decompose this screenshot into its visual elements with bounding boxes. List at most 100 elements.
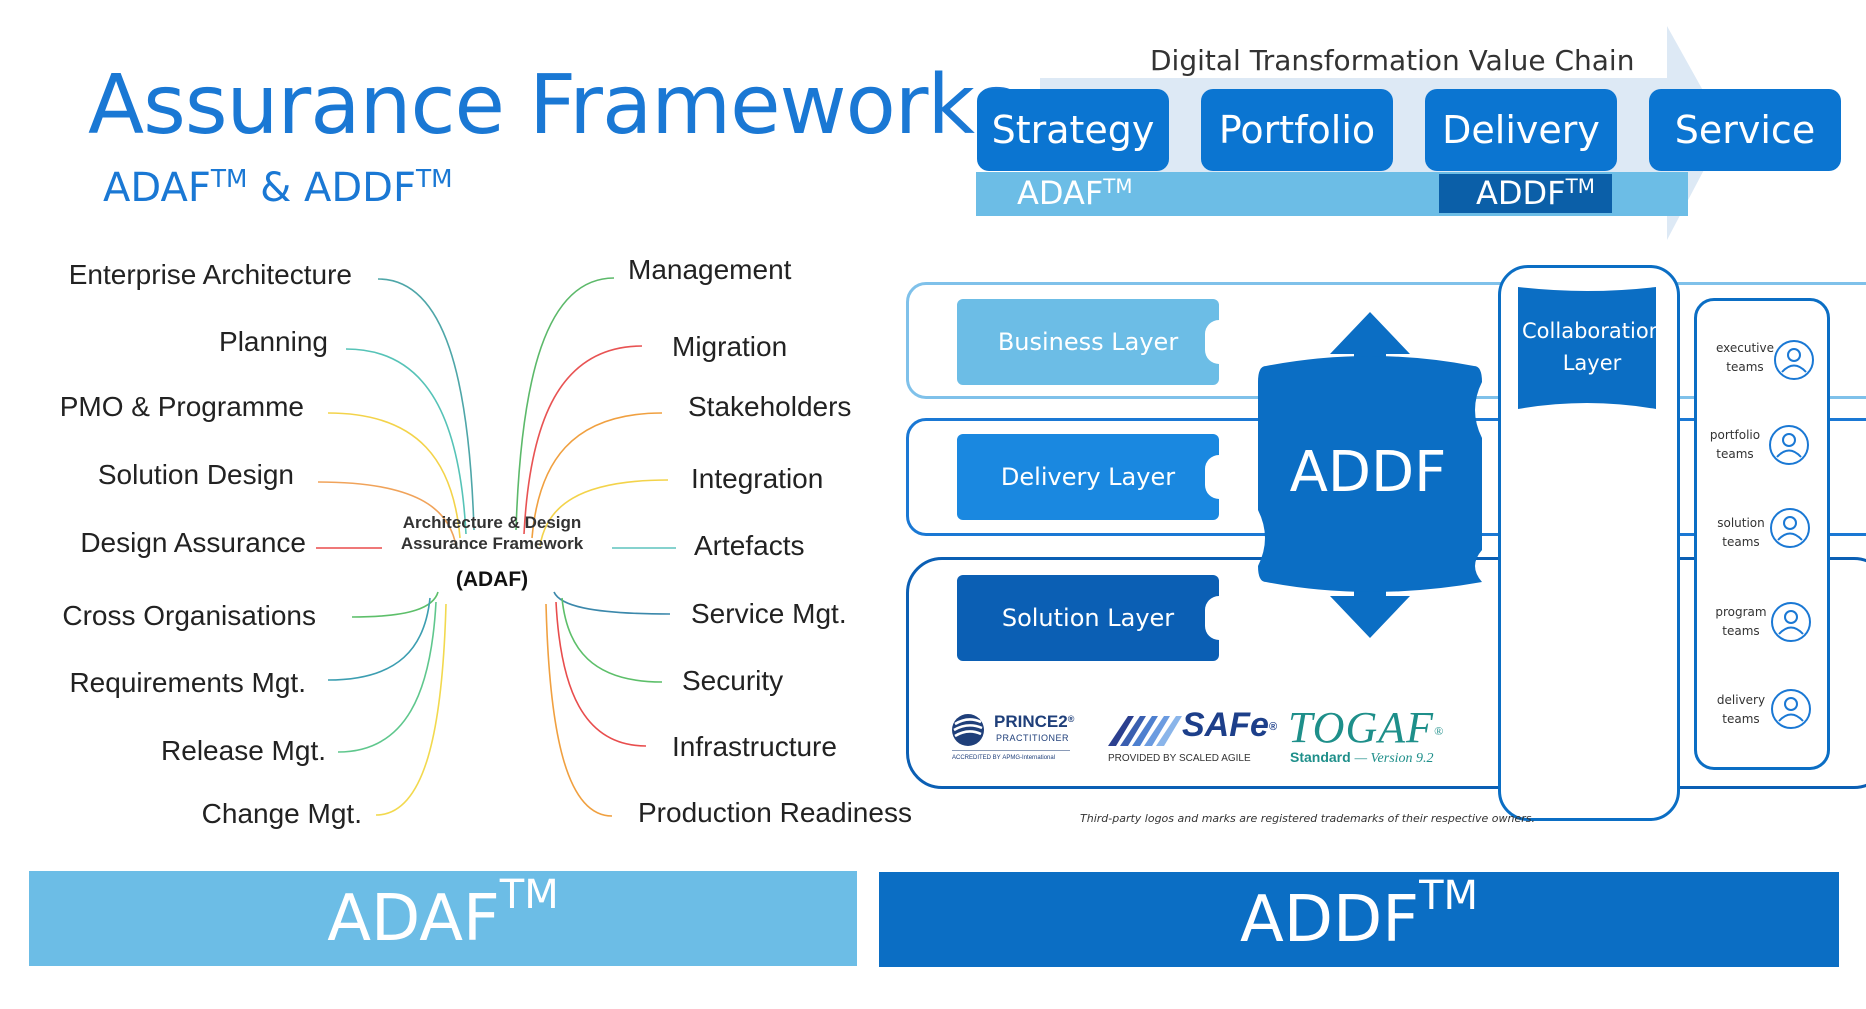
safe-name: SAFe®	[1182, 706, 1277, 745]
branch-pmo-programme: PMO & Programme	[59, 391, 304, 422]
stage-portfolio: Portfolio	[1201, 89, 1393, 171]
solution-layer: Solution Layer	[957, 575, 1233, 661]
branch-service-mgt: Service Mgt.	[691, 598, 847, 629]
right-branch-line-7	[561, 597, 663, 683]
prince2-accredited-text: ACCREDITED BY	[952, 755, 1001, 761]
branch-infrastructure: Infrastructure	[672, 731, 837, 762]
branch-release-mgt: Release Mgt.	[161, 735, 326, 766]
togaf-logo: TOGAF® Standard — Version 9.2	[1288, 702, 1458, 770]
right-branch-line-1	[515, 277, 615, 531]
safe-logo: SAFe® PROVIDED BY SCALED AGILE	[1108, 706, 1277, 768]
togaf-version: — Version 9.2	[1354, 751, 1434, 766]
band-addf-tm: TM	[1565, 175, 1595, 199]
band-adaf-text: ADAF	[1017, 174, 1104, 212]
right-branch-line-9	[545, 603, 613, 817]
band-label-adaf: ADAFTM	[1017, 174, 1133, 212]
collaboration-banner	[1518, 287, 1656, 409]
team-solution-icon	[1770, 508, 1810, 548]
team-executive-line-2: teams	[1726, 360, 1764, 374]
stage-strategy: Strategy	[977, 89, 1169, 171]
left-branch-line-9	[375, 603, 447, 816]
togaf-name-text: TOGAF	[1288, 703, 1434, 752]
branch-artefacts: Artefacts	[694, 530, 805, 561]
prince2-emblem	[952, 714, 984, 746]
branch-security: Security	[682, 665, 784, 696]
stage-delivery: Delivery	[1425, 89, 1617, 171]
addf-scroll-arrow	[1258, 312, 1482, 638]
prince2-logo: PRINCE2® PRACTITIONER ACCREDITED BY APMG…	[950, 708, 1085, 770]
left-branch-line-2	[345, 348, 467, 535]
stage-service: Service	[1649, 89, 1841, 171]
branch-design-assurance: Design Assurance	[80, 527, 306, 558]
right-branch-line-4	[539, 479, 669, 547]
subtitle-addf: ADDF	[304, 165, 416, 211]
branch-stakeholders: Stakeholders	[688, 391, 852, 422]
footer-addf-text: ADDF	[1239, 882, 1420, 957]
prince2-accreditor: APMG-International	[1002, 755, 1056, 761]
left-branch-line-1	[377, 278, 475, 531]
left-branch-line-7	[327, 597, 431, 681]
adaf-branch-lines	[316, 277, 676, 817]
branch-requirements-mgt: Requirements Mgt.	[69, 667, 306, 698]
band-addf-text: ADDF	[1476, 174, 1566, 212]
right-branch-line-6	[553, 591, 671, 615]
team-delivery-line-1: delivery	[1716, 693, 1766, 707]
footer-adaf-tm: TM	[499, 871, 559, 918]
team-program-line-1: program	[1715, 605, 1767, 619]
left-branch-line-3	[327, 412, 461, 539]
addf-arrow-up-head	[1330, 312, 1410, 368]
addf-center-label: ADDF	[1289, 440, 1447, 505]
togaf-std-text: Standard	[1290, 749, 1351, 765]
team-program-label: program teams	[1706, 603, 1776, 641]
collaboration-banner-shape	[1518, 287, 1656, 409]
branch-integration: Integration	[691, 463, 824, 494]
delivery-layer: Delivery Layer	[957, 434, 1233, 520]
prince2-name-text: PRINCE2	[994, 712, 1068, 731]
team-delivery-label: delivery teams	[1706, 691, 1776, 729]
branch-management: Management	[628, 254, 792, 285]
band-label-addf: ADDFTM	[1476, 174, 1595, 212]
team-solution-line-1: solution	[1717, 516, 1765, 530]
branch-cross-organisations: Cross Organisations	[62, 600, 316, 631]
branch-planning: Planning	[219, 326, 328, 357]
safe-emblem	[1108, 716, 1182, 746]
team-solution-label: solution teams	[1706, 514, 1776, 552]
adaf-center-line-2: Assurance Framework	[400, 534, 584, 553]
prince2-reg: ®	[1067, 714, 1075, 725]
subtitle-tm-2: TM	[416, 164, 453, 194]
left-branch-line-6	[351, 591, 439, 618]
branch-solution-design: Solution Design	[97, 459, 294, 490]
value-chain-band-highlight	[1439, 174, 1612, 213]
branch-change-mgt: Change Mgt.	[201, 798, 362, 829]
left-branch-line-8	[337, 601, 437, 753]
subtitle-tm-1: TM	[210, 164, 248, 194]
page-subtitle: ADAFTM & ADDFTM	[103, 164, 453, 211]
prince2-sub: PRACTITIONER	[996, 733, 1070, 743]
team-program-line-2: teams	[1722, 624, 1760, 638]
team-delivery-line-2: teams	[1722, 712, 1760, 726]
branch-migration: Migration	[672, 331, 788, 362]
page-title: Assurance Frameworks	[88, 58, 1017, 153]
safe-sub: PROVIDED BY SCALED AGILE	[1108, 753, 1251, 764]
addf-arrow-down-head	[1330, 582, 1410, 638]
business-layer: Business Layer	[957, 299, 1233, 385]
footer-addf-tm: TM	[1419, 872, 1479, 919]
togaf-name: TOGAF®	[1288, 702, 1444, 753]
team-solution-line-2: teams	[1722, 535, 1760, 549]
branch-production-readiness: Production Readiness	[638, 797, 912, 828]
collaboration-line-1: Collaboration	[1522, 319, 1662, 343]
team-program-icon	[1771, 602, 1811, 642]
team-portfolio-icon	[1769, 425, 1809, 465]
togaf-reg: ®	[1433, 724, 1445, 739]
subtitle-amp: &	[247, 165, 305, 211]
right-branch-line-3	[531, 412, 663, 539]
footer-adaf-text: ADAF	[327, 881, 500, 956]
safe-reg: ®	[1268, 720, 1278, 733]
adaf-center-abbr: (ADAF)	[455, 568, 529, 591]
right-branch-line-8	[555, 601, 647, 747]
collaboration-line-2: Layer	[1562, 351, 1622, 375]
